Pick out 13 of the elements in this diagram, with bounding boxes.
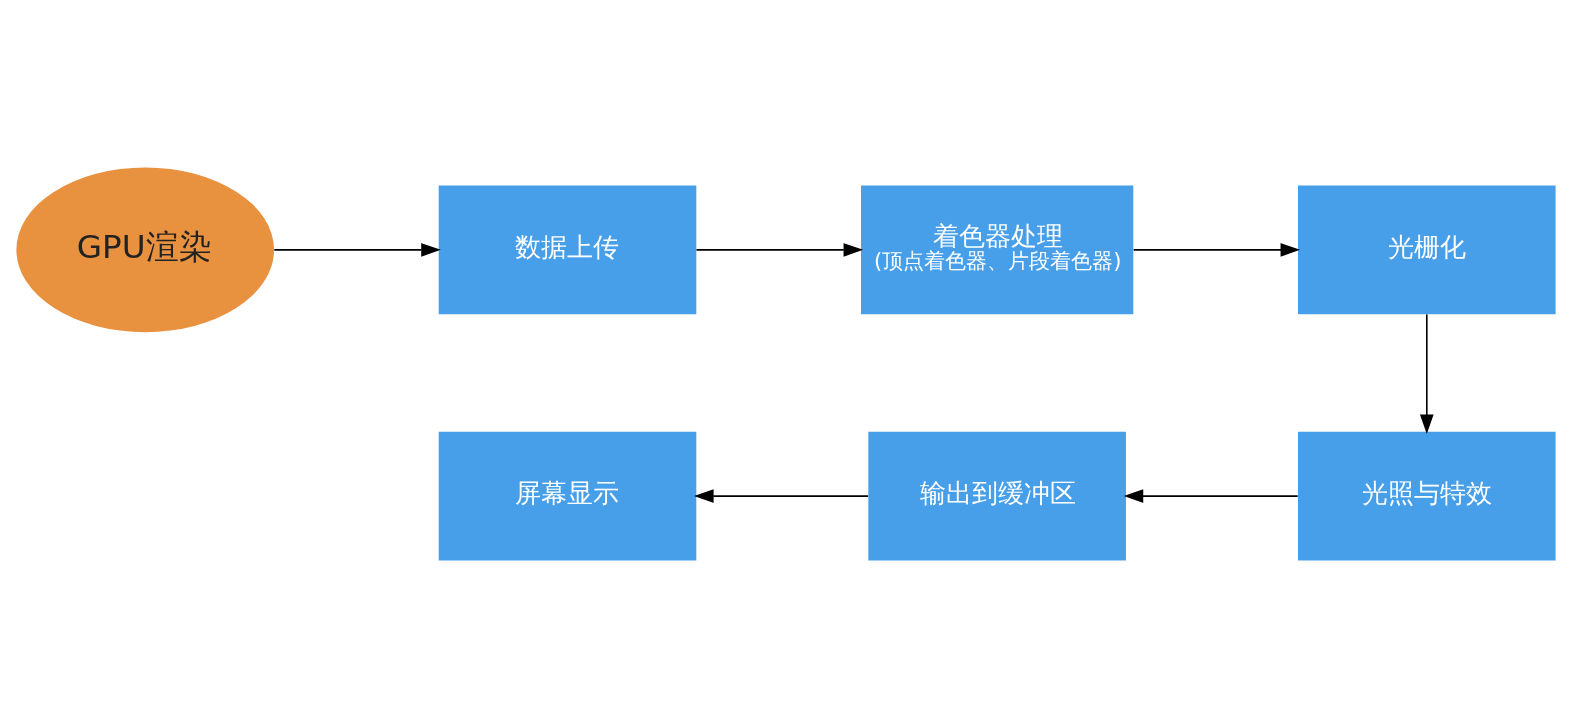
node-ellipse: GPU渲染	[16, 167, 274, 333]
node-box: 数据上传	[438, 185, 697, 315]
arrow	[695, 243, 864, 257]
node-box: 着色器处理 (顶点着色器、片段着色器)	[861, 185, 1134, 315]
arrow	[1123, 489, 1299, 503]
node-box: 光照与特效	[1298, 431, 1556, 561]
arrow	[694, 489, 869, 503]
node-box: 屏幕显示	[438, 431, 697, 561]
arrow	[1132, 243, 1301, 257]
arrow	[273, 243, 441, 257]
node-box: 输出到缓冲区	[868, 431, 1126, 561]
arrow	[1419, 313, 1434, 435]
node-box: 光栅化	[1298, 185, 1556, 315]
